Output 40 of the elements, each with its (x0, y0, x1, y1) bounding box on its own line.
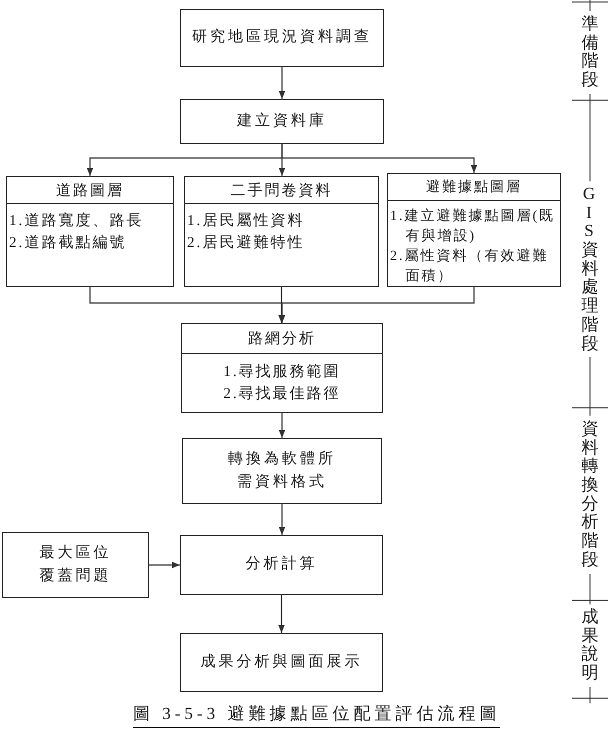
box-heading: 二手問卷資料 (185, 177, 378, 204)
phase-label: GIS資料處理階段 (582, 185, 598, 354)
process-box (387, 173, 561, 287)
box-label: 建立資料庫 (237, 111, 327, 131)
arrow (278, 595, 285, 633)
arrow (278, 504, 286, 535)
box-label: 最大區位覆蓋問題 (38, 544, 112, 586)
box-label: 轉換為軟體所需資料格式 (227, 450, 337, 492)
list-item: 2.屬性資料（有效避難面積） (390, 247, 550, 286)
list-item: 1.尋找服務範圍 (223, 362, 341, 382)
list-item: 1.建立避難據點圖層(既有與增設) (390, 207, 556, 246)
arrow (278, 67, 286, 99)
phase-label: 資料轉換分析階段 (582, 420, 598, 570)
box-heading: 路網分析 (182, 324, 382, 354)
list-item: 2.居民避難特性 (187, 234, 304, 253)
process-box (181, 323, 383, 413)
figure-caption: 圖 3-5-3 避難據點區位配置評估流程圖 (133, 702, 500, 728)
list-item: 2.道路截點編號 (9, 234, 126, 253)
process-box (180, 9, 384, 67)
arrow (278, 287, 285, 323)
arrow (281, 144, 478, 173)
process-box (2, 532, 149, 598)
list-item: 1.道路寬度、路長 (9, 211, 144, 231)
box-heading: 道路圖層 (7, 177, 173, 204)
arrow (149, 562, 180, 568)
process-box (180, 633, 383, 692)
box-heading: 避難據點圖層 (388, 174, 560, 201)
process-box (182, 438, 382, 504)
box-label: 成果分析與圖面展示 (200, 652, 362, 672)
process-box (180, 99, 384, 144)
arrow (278, 413, 286, 438)
list-item: 2.尋找最佳路徑 (223, 384, 341, 404)
box-label: 分析計算 (246, 554, 318, 574)
process-box (184, 176, 379, 287)
list-item: 1.居民屬性資料 (187, 212, 304, 231)
phase-label: 準備階段 (582, 15, 598, 90)
process-box (180, 535, 383, 595)
box-label: 研究地區現況資料調查 (192, 28, 372, 48)
phase-label: 成果說明 (582, 608, 598, 683)
process-box (6, 176, 174, 287)
